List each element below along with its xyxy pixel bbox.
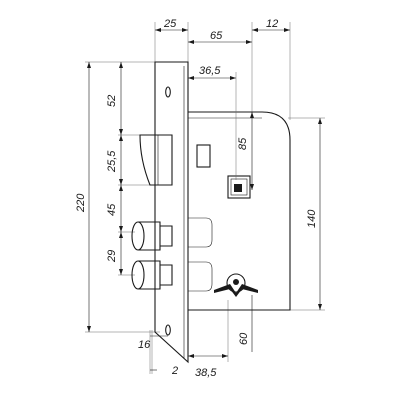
keyhole bbox=[214, 273, 258, 297]
dim-case-depth: 65 bbox=[210, 30, 223, 42]
lock-case bbox=[188, 111, 291, 311]
dim-bottom-hole: 16 bbox=[138, 339, 151, 351]
dim-bolt-spacing: 29 bbox=[106, 250, 118, 263]
follower-square bbox=[196, 144, 211, 168]
dim-faceplate-width: 25 bbox=[163, 18, 177, 30]
faceplate-bottom-hole bbox=[165, 324, 171, 336]
dim-total-height: 220 bbox=[75, 193, 87, 213]
dim-latch-to-bolt: 45 bbox=[106, 203, 118, 216]
dim-case-height: 140 bbox=[306, 209, 318, 228]
dim-top-to-latch: 52 bbox=[106, 95, 118, 107]
dim-follower-to-latch: 85 bbox=[237, 137, 249, 150]
faceplate bbox=[154, 61, 189, 364]
dim-keyhole-distance: 60 bbox=[238, 332, 250, 345]
dim-backset-bottom: 38,5 bbox=[195, 367, 217, 379]
lock-body bbox=[131, 61, 291, 364]
latch-bolt bbox=[139, 134, 173, 186]
dimension-lines bbox=[87, 28, 322, 371]
deadbolt-top bbox=[131, 221, 173, 251]
dim-latch-height: 25,5 bbox=[106, 150, 118, 173]
dim-case-extra: 12 bbox=[266, 18, 278, 30]
dim-faceplate-thickness: 2 bbox=[171, 365, 178, 377]
dim-backset: 36,5 bbox=[199, 65, 221, 77]
faceplate-top-hole bbox=[165, 86, 171, 98]
thumb-follower bbox=[227, 175, 251, 199]
dimension-labels: 25 65 12 36,5 85 140 220 52 25,5 45 29 1… bbox=[75, 18, 318, 379]
deadbolt-bottom bbox=[131, 260, 173, 290]
